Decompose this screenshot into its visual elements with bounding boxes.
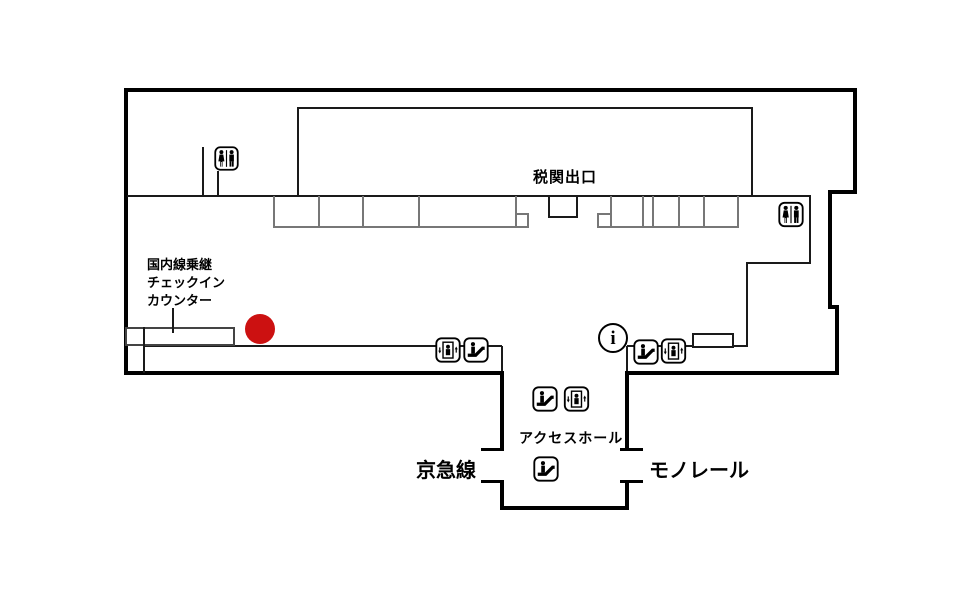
outer-wall-right-middle — [828, 190, 832, 309]
corridor-line-right-2 — [734, 345, 748, 347]
current-location-marker — [245, 314, 275, 344]
access-hall-wall-right-lower — [625, 481, 629, 510]
counter-right-div-2 — [652, 196, 654, 227]
outer-wall-right-lower — [835, 305, 839, 375]
outer-wall-left — [124, 88, 128, 375]
label-transfer-line1: 国内線乗継 — [147, 257, 213, 272]
corridor-stub-left — [501, 346, 503, 371]
counter-left-edge-2 — [515, 196, 517, 227]
counter-right-div-1 — [642, 196, 644, 227]
east-zone-wall-v1 — [746, 262, 748, 347]
corridor-stub-right — [626, 346, 628, 371]
corridor-line-right-1 — [627, 345, 692, 347]
access-hall-wall-left-lower — [500, 481, 504, 510]
transfer-counter-divider — [143, 327, 145, 373]
monorail-gate-tick-top — [620, 448, 643, 451]
label-transfer-counter: 国内線乗継 チェックイン カウンター — [147, 256, 225, 310]
outer-wall-bottom-left — [124, 371, 504, 375]
counter-left-div-2 — [362, 196, 364, 227]
customs-exit-notch-right — [576, 195, 578, 218]
access-hall-wall-bottom — [500, 506, 629, 510]
escalator-icon — [633, 339, 659, 365]
counter-left-stepbox-top — [515, 213, 529, 215]
outer-wall-right-step1 — [828, 190, 857, 194]
counter-left-stepbox-right — [527, 213, 529, 228]
counter-right-edge-1 — [610, 196, 612, 227]
keikyu-gate-tick-top — [481, 448, 504, 451]
elevator-icon — [435, 337, 461, 363]
outer-wall-right-upper — [853, 88, 857, 194]
transfer-label-leader-line — [172, 308, 174, 333]
elevator-icon — [660, 338, 687, 364]
label-keikyu-line: 京急線 — [416, 460, 476, 482]
outer-wall-top — [124, 88, 857, 92]
label-transfer-line2: チェックイン — [147, 275, 226, 290]
outer-wall-bottom-right — [625, 371, 839, 375]
counter-right-div-4 — [703, 196, 705, 227]
counter-left-edge-1 — [273, 196, 275, 227]
outer-wall-right-step2 — [828, 305, 839, 309]
label-customs-exit: 税関出口 — [533, 169, 598, 186]
kiosk-box — [692, 333, 734, 348]
counter-right-stepbox-top — [597, 213, 612, 215]
customs-exit-notch-bottom — [548, 216, 578, 218]
label-access-hall: アクセスホール — [519, 430, 624, 446]
escalator-icon — [463, 337, 489, 363]
transfer-checkin-counter — [125, 327, 235, 346]
restroom-icon — [778, 201, 804, 228]
label-transfer-line3: カウンター — [147, 293, 213, 308]
escalator-icon — [532, 386, 558, 412]
elevator-icon — [563, 386, 590, 412]
escalator-icon — [533, 456, 559, 482]
access-hall-wall-left-upper — [500, 371, 504, 451]
counter-right-edge-2 — [737, 196, 739, 227]
information-letter: i — [610, 327, 616, 349]
label-monorail: モノレール — [649, 460, 749, 482]
counter-left-bottom — [273, 226, 529, 228]
counter-left-div-1 — [318, 196, 320, 227]
keikyu-gate-tick-bottom — [481, 480, 504, 483]
counter-right-div-3 — [678, 196, 680, 227]
counter-left-div-3 — [418, 196, 420, 227]
information-icon: i — [598, 323, 628, 353]
east-zone-wall-v2 — [809, 196, 811, 264]
restroom-leader-line — [217, 171, 219, 197]
restroom-icon — [214, 146, 239, 171]
monorail-gate-tick-bottom — [620, 480, 643, 483]
corridor-line-left — [143, 345, 502, 347]
access-hall-wall-right-upper — [625, 371, 629, 451]
left-room-wall — [202, 147, 204, 197]
customs-hall-outline — [297, 107, 753, 197]
counter-right-stepbox-left — [597, 213, 599, 228]
customs-exit-notch-left — [548, 195, 550, 218]
east-zone-wall-h — [746, 262, 811, 264]
counter-right-bottom — [597, 226, 739, 228]
